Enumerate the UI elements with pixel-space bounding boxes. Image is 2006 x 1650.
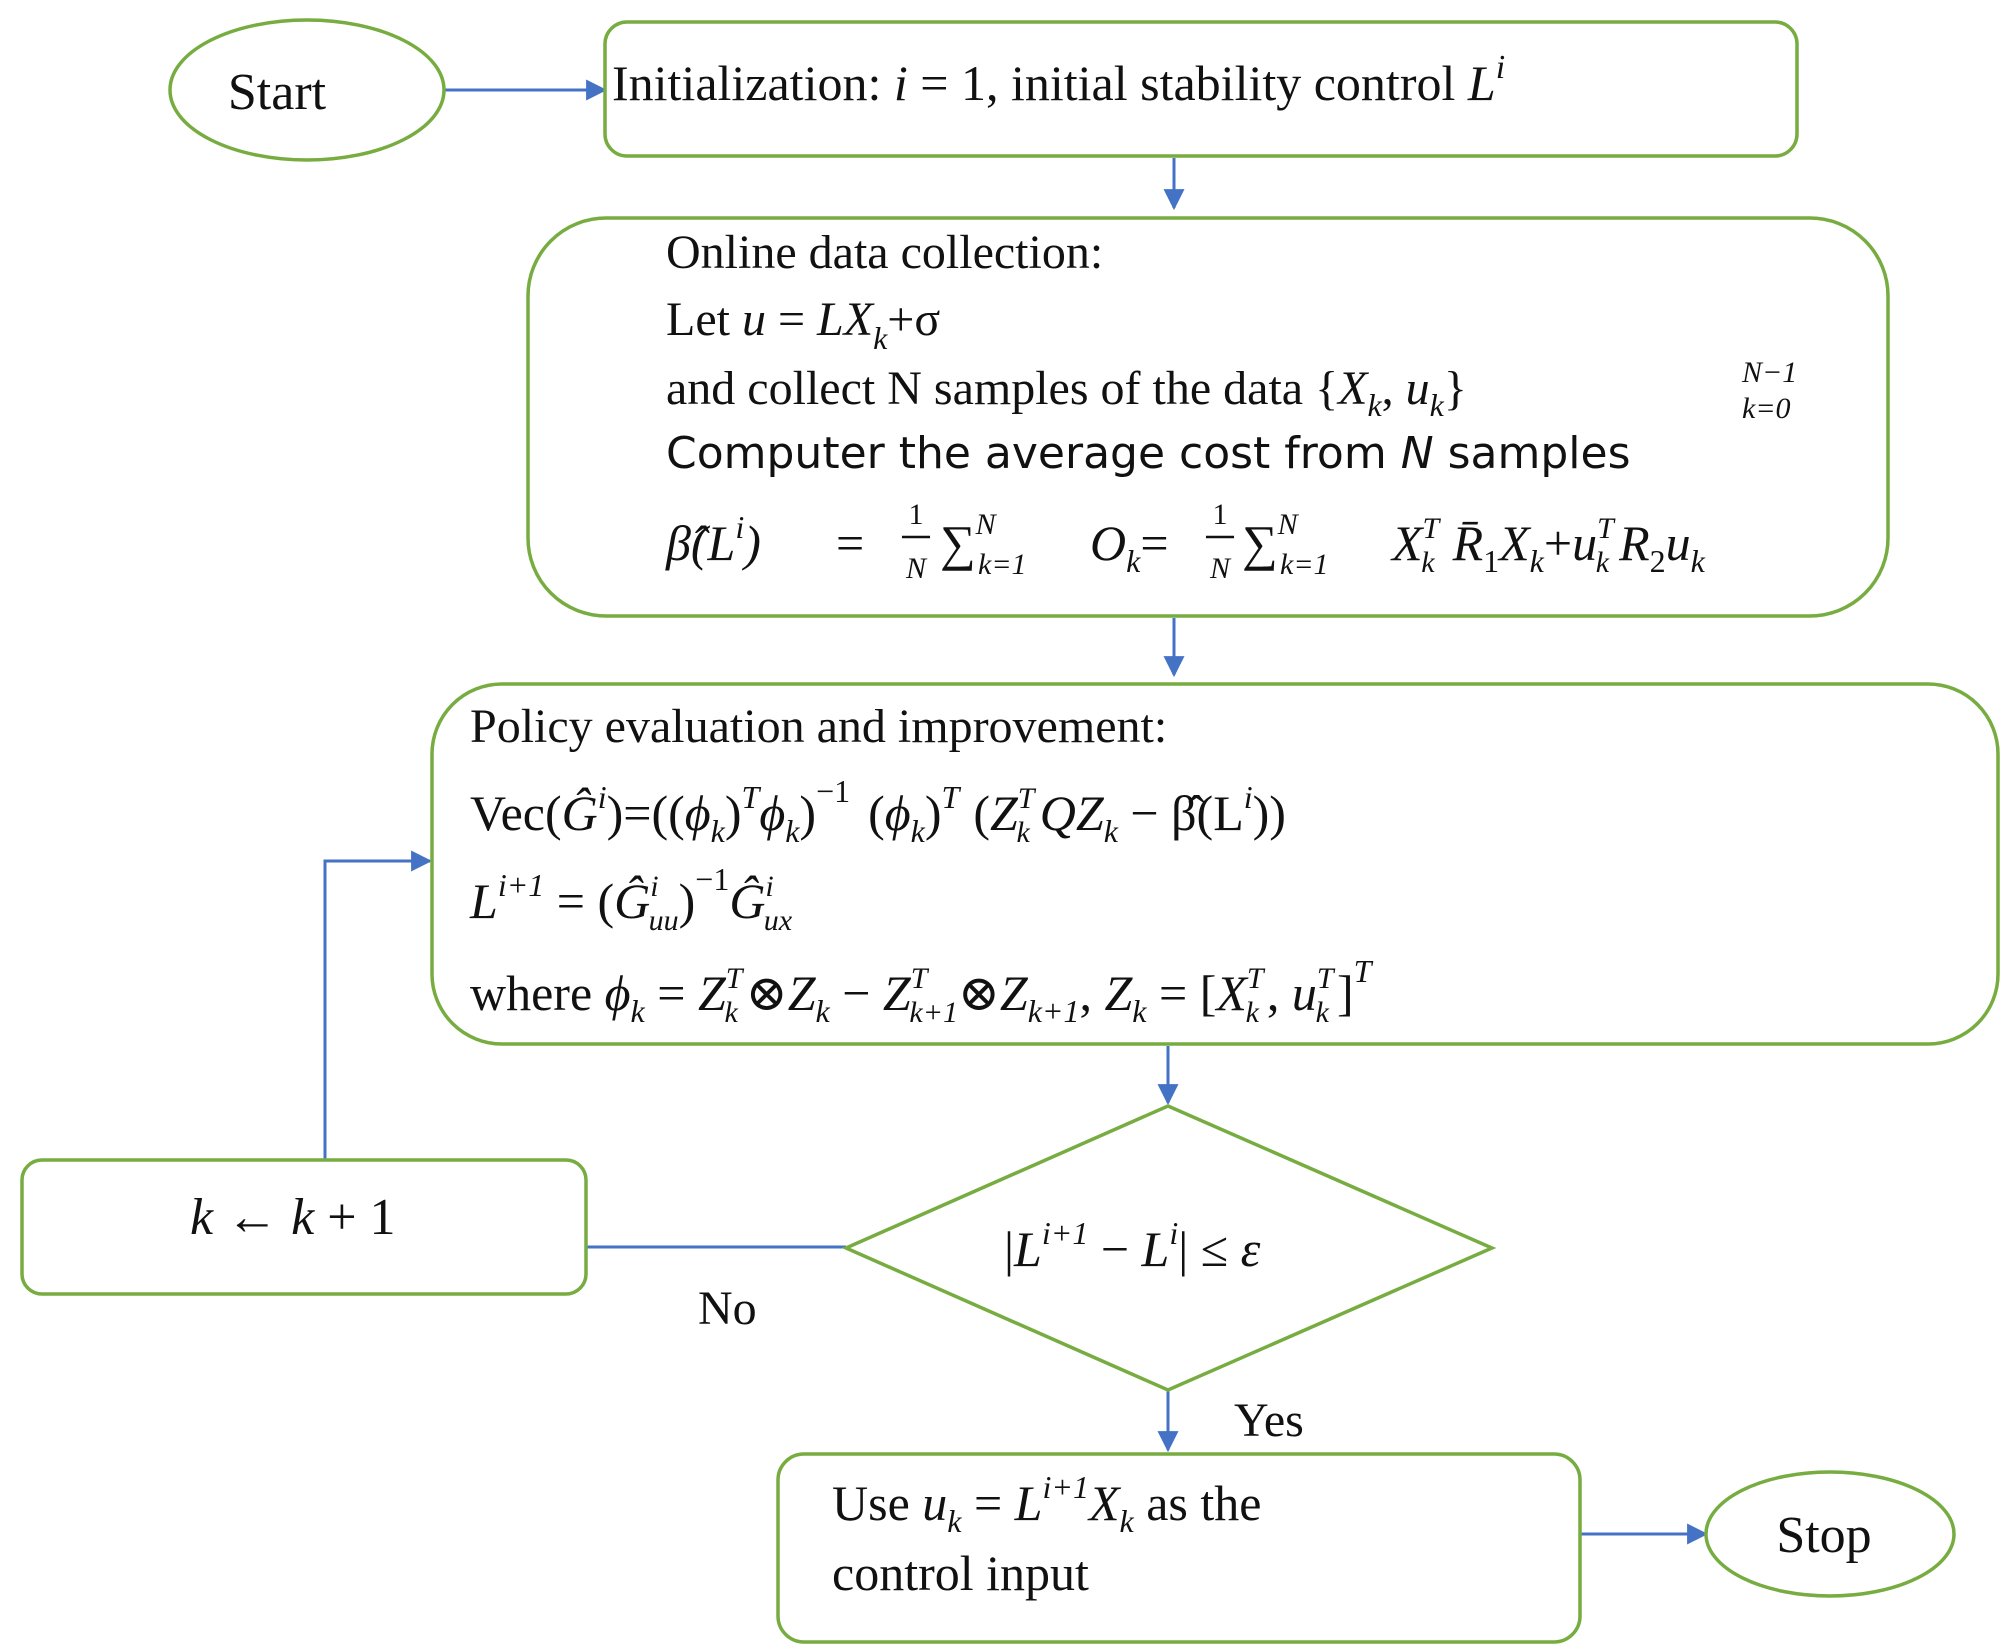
collect-formula: β̂(Li) xyxy=(665,509,761,571)
init-text: Initialization: i = 1, initial stability… xyxy=(612,49,1505,111)
edge-label-no: No xyxy=(698,1282,757,1335)
increment-text: k ← k + 1 xyxy=(190,1189,396,1246)
collect-sum2: ∑N xyxy=(1242,508,1300,571)
collect-sum2-sub: k=1 xyxy=(1280,548,1329,581)
start-node: Start xyxy=(168,18,446,162)
collect-frac1-num: 1 xyxy=(909,498,924,531)
use-line2: control input xyxy=(832,1545,1089,1601)
stop-node: Stop xyxy=(1704,1470,1956,1598)
collect-samples-line: and collect N samples of the data {Xk, u… xyxy=(666,362,1467,423)
init-node: Initialization: i = 1, initial stability… xyxy=(603,20,1799,158)
use-node: Use uk = Li+1Xk as the control input xyxy=(776,1452,1582,1644)
collect-sum1: ∑N xyxy=(940,508,998,571)
decision-node: |Li+1 − Li| ≤ ε xyxy=(841,1104,1497,1392)
collect-frac1-den: N xyxy=(905,552,928,585)
increment-node: k ← k + 1 xyxy=(20,1158,588,1296)
collect-frac2-num: 1 xyxy=(1213,498,1228,531)
start-label: Start xyxy=(228,64,327,121)
policy-node: Policy evaluation and improvement: Vec(Ĝ… xyxy=(430,682,2000,1046)
collect-node: Online data collection: Let u = LXk+σ an… xyxy=(526,216,1890,618)
collect-formula-eq: = xyxy=(836,515,864,571)
edge-increment-to-policy xyxy=(323,850,433,1160)
policy-title: Policy evaluation and improvement: xyxy=(470,700,1167,753)
edge-label-yes: Yes xyxy=(1234,1394,1304,1447)
collect-O: Ok= xyxy=(1090,515,1169,579)
collect-title: Online data collection: xyxy=(666,226,1103,279)
collect-let-line: Let u = LXk+σ xyxy=(666,293,940,356)
collect-sum1-sub: k=1 xyxy=(978,548,1027,581)
collect-samples-sub: k=0 xyxy=(1742,392,1791,425)
use-line1: Use uk = Li+1Xk as the xyxy=(832,1469,1261,1539)
decision-text: |Li+1 − Li| ≤ ε xyxy=(1004,1215,1261,1277)
edges xyxy=(323,79,1709,1545)
collect-frac2-den: N xyxy=(1209,552,1232,585)
stop-label: Stop xyxy=(1776,1507,1871,1564)
collect-samples-sup: N−1 xyxy=(1741,356,1797,389)
collect-compute-line: Computer the average cost from N samples xyxy=(666,428,1631,479)
